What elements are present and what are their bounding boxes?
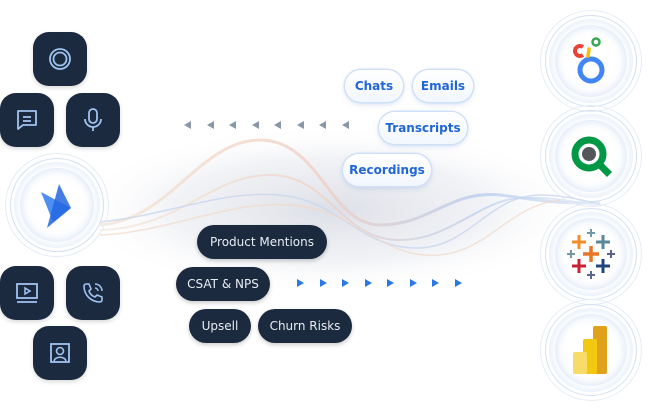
source-tile-video[interactable] <box>0 266 54 320</box>
arrow-right-icon <box>409 279 417 287</box>
arrow-right-icon <box>387 279 394 287</box>
integration-power-bi[interactable] <box>540 299 642 401</box>
power-bi-logo <box>573 326 607 374</box>
arrow-right-icon <box>297 279 304 287</box>
source-tile-contact[interactable] <box>33 326 87 380</box>
phone-call-icon <box>83 283 103 303</box>
qlik-logo <box>571 136 612 177</box>
arrow-left-icon <box>274 121 281 129</box>
integration-tableau[interactable] <box>540 203 642 305</box>
arrow-left-icon <box>229 121 236 129</box>
arrow-right-icon <box>432 279 439 287</box>
output-churn-risks: Churn Risks <box>258 309 352 343</box>
arrow-left-icon <box>296 121 304 129</box>
source-tile-target[interactable] <box>33 32 87 86</box>
brand-logo-icon <box>41 184 71 228</box>
tableau-logo <box>567 229 615 279</box>
arrow-right-icon <box>319 279 327 287</box>
arrow-left-icon <box>341 121 349 129</box>
looker-studio-logo <box>573 37 605 84</box>
source-tile-chat[interactable] <box>0 93 54 147</box>
arrow-right-icon <box>364 279 372 287</box>
video-player-icon <box>16 283 38 303</box>
target-rings-icon <box>49 48 71 70</box>
source-tile-phone[interactable] <box>66 266 120 320</box>
arrow-left-icon <box>206 121 214 129</box>
source-tile-microphone[interactable] <box>66 93 120 147</box>
hub-node <box>5 153 109 257</box>
output-upsell: Upsell <box>189 309 251 343</box>
arrow-right-icon <box>342 279 349 287</box>
input-emails: Emails <box>413 70 473 102</box>
input-transcripts: Transcripts <box>379 112 467 144</box>
arrow-left-icon <box>184 121 191 129</box>
arrow-left-icon <box>319 121 326 129</box>
output-csat-nps: CSAT & NPS <box>176 267 270 301</box>
contact-card-icon <box>50 343 70 363</box>
arrow-left-icon <box>251 121 259 129</box>
microphone-icon <box>84 108 102 131</box>
chat-message-icon <box>17 110 37 130</box>
arrow-right-icon <box>454 279 462 287</box>
input-chats: Chats <box>345 70 403 102</box>
integration-looker[interactable] <box>540 10 642 112</box>
output-product-mentions: Product Mentions <box>197 225 327 259</box>
integration-qlik[interactable] <box>540 105 642 207</box>
input-recordings: Recordings <box>343 154 431 186</box>
